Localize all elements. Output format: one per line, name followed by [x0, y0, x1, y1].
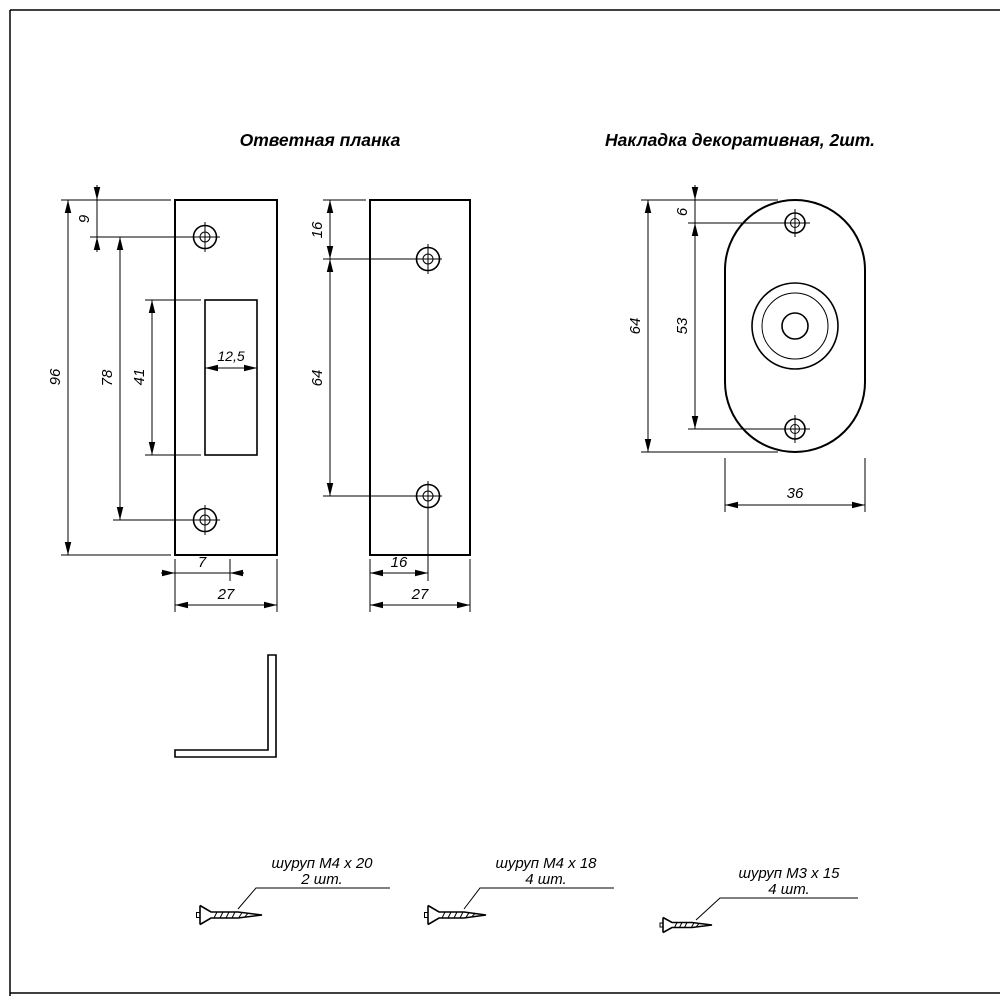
- strike-plate-front-view: 96 9 78 41 12,5 7: [47, 185, 278, 612]
- boss-outer-circle: [751, 282, 839, 370]
- drawing-frame: [9, 9, 1000, 996]
- screw-m4x18: шуруп М4 х 18 4 шт.: [424, 855, 614, 926]
- dimension-plate-width: 27: [370, 586, 470, 609]
- screw-threads: [213, 911, 249, 919]
- screw-m4x18-qty: 4 шт.: [525, 871, 566, 888]
- boss-ring-circle: [761, 292, 829, 360]
- dimension-hole-spacing: 78: [99, 237, 124, 520]
- leader-line: [695, 897, 858, 921]
- dim-96-label: 96: [47, 368, 64, 385]
- screw-threads: [441, 911, 476, 919]
- strike-plate-outline: [174, 199, 278, 556]
- dim-7-label: 7: [198, 554, 207, 571]
- dim-6-label: 6: [674, 207, 691, 216]
- dimension-hole-side-offset: 16: [370, 554, 428, 577]
- screw-m4x18-label: шуруп М4 х 18: [495, 855, 597, 872]
- dim-64-oval-label: 64: [627, 318, 644, 335]
- dimension-latch-height: 41: [131, 300, 156, 455]
- dimension-plate-width: 36: [725, 485, 865, 509]
- dim-16-bottom-label: 16: [391, 554, 408, 571]
- strike-plate-back-view: 16 64 16 27: [309, 199, 471, 612]
- title-strike-plate: Ответная планка: [240, 130, 401, 150]
- screw-m4x20-label: шуруп М4 х 20: [271, 855, 373, 872]
- spindle-hole-circle: [781, 312, 809, 340]
- screw-m4x20: шуруп М4 х 20 2 шт.: [196, 855, 390, 926]
- screw-m3x15: шуруп М3 х 15 4 шт.: [659, 865, 858, 934]
- dim-78-label: 78: [99, 369, 116, 386]
- oval-plate-outline: [724, 199, 866, 453]
- dimension-hole-spacing: 53: [674, 223, 699, 429]
- dimension-total-height: 64: [627, 200, 652, 452]
- dim-12-5-label: 12,5: [217, 348, 244, 364]
- dimension-hole-spacing: 64: [309, 259, 334, 496]
- angle-profile-outline: [174, 654, 277, 758]
- strike-plate-outline: [369, 199, 471, 556]
- screw-head-slot: [424, 912, 429, 918]
- screw-m3x15-label: шуруп М3 х 15: [738, 865, 840, 882]
- screw-body-outline: [199, 904, 263, 926]
- screw-body-outline: [662, 916, 713, 934]
- dim-9-label: 9: [76, 214, 93, 223]
- dim-53-label: 53: [674, 317, 691, 334]
- title-decorative-plate: Накладка декоративная, 2шт.: [605, 130, 875, 150]
- leader-line: [237, 887, 390, 910]
- dim-16-top-label: 16: [309, 221, 326, 238]
- dim-36-label: 36: [787, 485, 804, 502]
- dim-41-label: 41: [131, 369, 148, 386]
- decorative-plate-view: 64 6 53 36: [627, 185, 866, 512]
- dimension-plate-width: 27: [175, 586, 277, 609]
- screw-head-slot: [196, 912, 201, 918]
- leader-line: [463, 887, 614, 910]
- dim-27-label: 27: [217, 586, 235, 603]
- screw-body-outline: [427, 904, 487, 926]
- screw-m3x15-qty: 4 шт.: [768, 881, 809, 898]
- dimension-top-hole-offset: 6: [674, 185, 699, 223]
- dimension-latch-offset: 7: [161, 554, 244, 577]
- screw-head-slot: [659, 922, 664, 928]
- dim-64-label: 64: [309, 370, 326, 387]
- screw-threads: [674, 922, 700, 928]
- dimension-latch-width: 12,5: [205, 348, 257, 372]
- latch-opening: [204, 299, 258, 456]
- dimension-top-hole-offset: 9: [76, 185, 101, 252]
- strike-plate-side-profile: [174, 654, 277, 758]
- screw-m4x20-qty: 2 шт.: [300, 871, 342, 888]
- dim-27-back-label: 27: [411, 586, 429, 603]
- dimension-top-hole-offset: 16: [309, 200, 334, 259]
- center-boss: [751, 282, 839, 370]
- dimension-total-height: 96: [47, 200, 72, 555]
